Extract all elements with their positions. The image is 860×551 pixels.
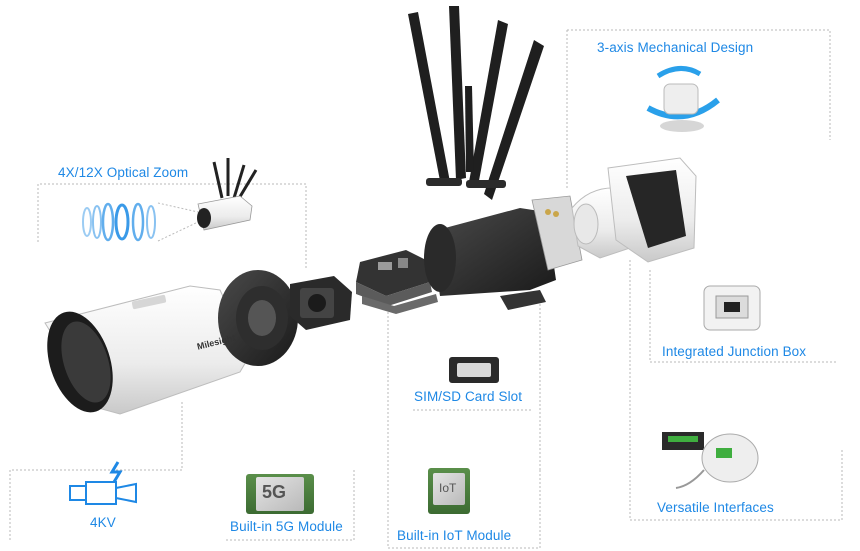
rear-housing <box>424 208 556 310</box>
label-sim-sd-slot: SIM/SD Card Slot <box>414 389 523 404</box>
mount-bracket <box>571 157 697 263</box>
zoom-lens-rings-icon <box>82 202 199 242</box>
sim-slot-icon <box>449 357 499 383</box>
iot-chip-icon <box>428 468 470 514</box>
chip-iot-text: IoT <box>439 481 457 495</box>
label-mechanical-design: 3-axis Mechanical Design <box>597 40 754 55</box>
circuit-board-stack <box>356 250 438 314</box>
sd-tray <box>531 195 583 271</box>
label-iot-module: Built-in IoT Module <box>397 528 512 543</box>
small-camera-icon <box>197 158 258 231</box>
lens-module <box>290 276 352 330</box>
label-5g-module: Built-in 5G Module <box>230 519 343 534</box>
label-4kv: 4KV <box>90 515 116 530</box>
antennas-icon <box>408 6 544 200</box>
fiveg-chip-icon <box>246 474 314 514</box>
interfaces-icon <box>662 432 759 489</box>
three-axis-icon <box>646 66 720 132</box>
label-optical-zoom: 4X/12X Optical Zoom <box>58 165 189 180</box>
surge-protection-icon <box>69 461 137 505</box>
camera-shell <box>44 285 251 415</box>
junction-box-icon <box>703 285 761 331</box>
guide-lines <box>9 29 843 549</box>
label-junction-box: Integrated Junction Box <box>662 344 807 359</box>
lens-ring <box>218 270 298 366</box>
label-interfaces: Versatile Interfaces <box>657 500 774 515</box>
chip-5g-text: 5G <box>262 482 287 502</box>
